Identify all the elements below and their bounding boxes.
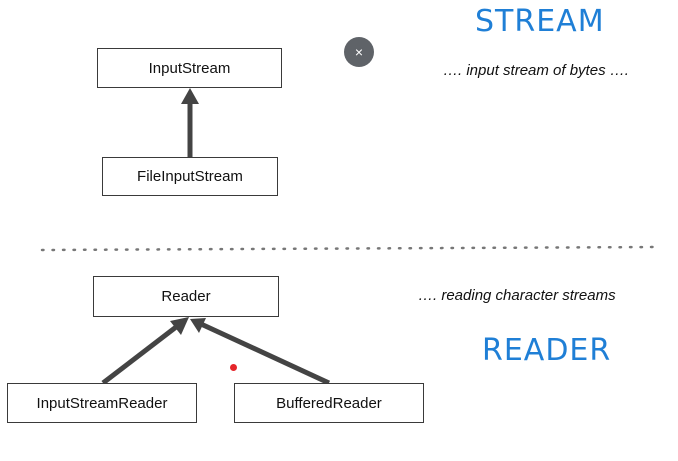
close-icon: × bbox=[354, 44, 364, 60]
section-separator bbox=[40, 245, 662, 252]
box-fileinputstream: FileInputStream bbox=[102, 157, 278, 196]
arrowhead-inputstream bbox=[181, 88, 199, 104]
heading-reader: READER bbox=[482, 333, 612, 368]
arrowhead-reader-left bbox=[170, 317, 189, 335]
arrow-inputstreamreader-to-reader bbox=[101, 322, 182, 385]
note-input-stream-of-bytes: …. input stream of bytes …. bbox=[443, 62, 629, 79]
box-inputstreamreader: InputStreamReader bbox=[7, 383, 197, 423]
note-reading-character-streams: …. reading character streams bbox=[418, 287, 616, 304]
pointer-dot bbox=[230, 364, 237, 371]
heading-stream: STREAM bbox=[475, 4, 605, 39]
close-button[interactable]: × bbox=[344, 37, 374, 67]
box-bufferedreader: BufferedReader bbox=[234, 383, 424, 423]
arrowhead-reader-right bbox=[190, 318, 206, 333]
box-inputstream: InputStream bbox=[97, 48, 282, 88]
arrow-bufferedreader-to-reader bbox=[199, 321, 331, 386]
box-reader: Reader bbox=[93, 276, 279, 317]
